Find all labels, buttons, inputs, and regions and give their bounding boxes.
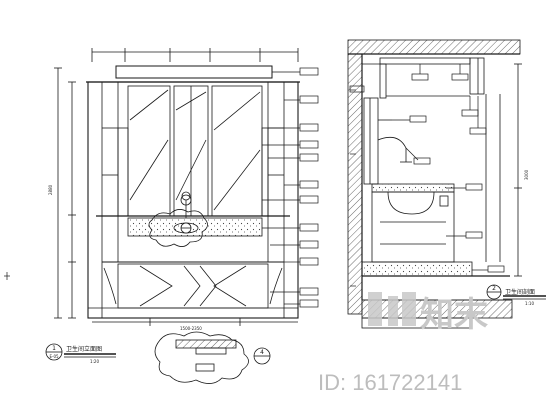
section-view: [347, 39, 522, 329]
dim-label-height: 2880: [48, 184, 53, 195]
section-scale: 1:10: [525, 301, 534, 306]
small-mark: [4, 272, 10, 280]
watermark: 知末 ID: 161722141: [318, 292, 488, 395]
detail-number: 4: [260, 349, 264, 356]
section-title: 卫生间剖面: [505, 288, 535, 296]
elevation-title-block: [45, 343, 116, 361]
elevation-view: [54, 48, 300, 326]
section-number: 2: [492, 285, 496, 292]
left-dimension-chain: [54, 67, 76, 319]
elevation-sheet: E-05: [49, 354, 59, 359]
elevation-scale: 1:20: [90, 359, 99, 364]
section-dim-label: 3000: [524, 169, 529, 180]
elevation-number: 1: [52, 345, 56, 352]
watermark-logo-icon: [368, 292, 416, 326]
section-leader-tags: [349, 64, 505, 287]
elevation-leader-tags: [262, 67, 319, 308]
section-title-block: [486, 284, 546, 300]
top-dimension-chain: [91, 48, 299, 62]
elevation-title: 卫生间立面图: [66, 345, 102, 353]
detail-callout: [154, 331, 271, 384]
watermark-id: ID: 161722141: [318, 370, 462, 395]
watermark-brand: 知末: [420, 296, 488, 334]
dim-label-bottom: 1500-2350: [180, 326, 202, 331]
